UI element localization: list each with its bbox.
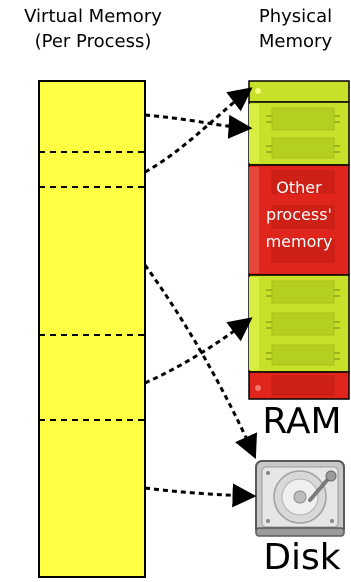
virtual-memory-title: Virtual Memory: [24, 6, 162, 27]
ram-page: [248, 101, 350, 166]
other-process-text-line2: process': [266, 205, 332, 224]
virtual-memory-block: [38, 80, 146, 578]
virtual-memory-subtitle: (Per Process): [34, 31, 152, 52]
physical-memory-title-line2: Memory: [258, 31, 333, 52]
hard-disk-icon: [255, 460, 345, 537]
ram-page: [248, 80, 350, 103]
mapping-arrow: [144, 483, 257, 508]
ram-module: Other process' memory: [248, 80, 350, 400]
mapping-arrows: [143, 87, 258, 508]
mapping-arrow: [144, 317, 253, 385]
mapping-arrow: [143, 264, 258, 460]
mapping-arrow: [144, 113, 253, 139]
disk-label: Disk: [263, 537, 341, 578]
other-process-text-line3: memory: [266, 232, 333, 251]
other-process-memory: Other process' memory: [248, 164, 350, 276]
ram-page: [248, 274, 350, 373]
virtual-memory-heading: Virtual Memory (Per Process): [0, 4, 186, 54]
physical-memory-heading: Physical Memory: [240, 4, 351, 54]
other-process-text-line1: Other: [276, 178, 322, 197]
mapping-arrow: [144, 87, 253, 174]
other-process-memory: [248, 371, 350, 400]
ram-label: RAM: [262, 401, 342, 442]
physical-memory-title-line1: Physical: [258, 6, 333, 27]
